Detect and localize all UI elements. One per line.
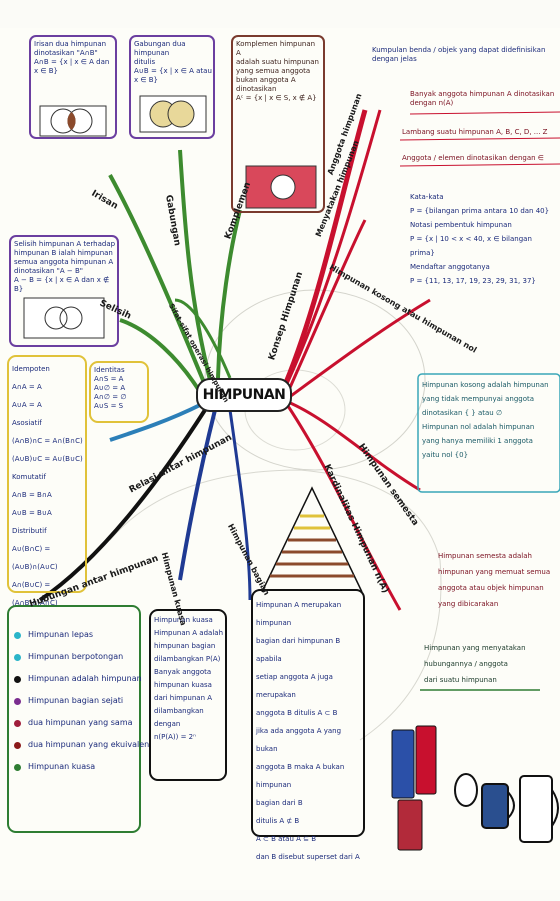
selisih-definition: Selisih himpunan A terhadap himpunan B i… [14, 240, 116, 294]
kosong-definition: Himpunan kosong adalah himpunan yang tid… [422, 378, 558, 462]
list-item-label: Himpunan lepas [28, 630, 93, 639]
anggota-definition: Anggota / elemen dinotasikan dengan ∈ [402, 154, 558, 163]
bullet-icon [14, 720, 21, 727]
irisan-definition: Irisan dua himpunan dinotasikan "A∩B" A∩… [34, 40, 114, 76]
konsep-definition: Kumpulan benda / objek yang dapat didefi… [372, 46, 558, 64]
kardinal-definition: Banyak anggota himpunan A dinotasikan de… [410, 90, 558, 108]
bullet-icon [14, 698, 21, 705]
bullet-icon [14, 764, 21, 771]
bullet-icon [14, 676, 21, 683]
venn-gabungan-b [168, 101, 194, 127]
bullet-icon [14, 654, 21, 661]
lambang-definition: Lambang suatu himpunan A, B, C, D, ... Z [402, 128, 558, 137]
list-item-label: dua himpunan yang sama [28, 718, 133, 727]
komplemen-definition: Komplemen himpunan A adalah suatu himpun… [236, 40, 322, 103]
venn-komplemen-a [271, 175, 295, 199]
bullet-icon [14, 632, 21, 639]
list-item-label: Himpunan kuasa [28, 762, 95, 771]
list-item: dua himpunan yang sama [14, 712, 149, 734]
list-item: Himpunan bagian sejati [14, 690, 149, 712]
semesta-definition: Himpunan semesta adalah himpunan yang me… [438, 548, 558, 612]
list-item: Himpunan kuasa [14, 756, 149, 778]
list-item-label: dua himpunan yang ekuivalen [28, 740, 149, 749]
list-item-label: Himpunan berpotongan [28, 652, 123, 661]
list-item: Himpunan lepas [14, 624, 149, 646]
relasi-list: Himpunan lepas Himpunan berpotongan Himp… [14, 624, 149, 778]
kuasa-definition: Himpunan kuasa Himpunan A adalah himpuna… [154, 614, 224, 744]
menyatakan-definition: Kata-kata P = {bilangan prima antara 10 … [410, 190, 558, 288]
list-item: Himpunan adalah himpunan [14, 668, 149, 690]
bullet-icon [14, 742, 21, 749]
sifat-left-list: Idempoten A∩A = A A∪A = A Asosiatif (A∩B… [12, 360, 84, 612]
list-item-label: Himpunan bagian sejati [28, 696, 123, 705]
gabungan-definition: Gabungan dua himpunan ditulis A∪B = {x |… [134, 40, 212, 85]
list-item: Himpunan berpotongan [14, 646, 149, 668]
list-item-label: Himpunan adalah himpunan [28, 674, 142, 683]
sifat-right-list: Identitas A∩S = A A∪∅ = A A∩∅ = ∅ A∪S = … [94, 366, 146, 411]
venn-selisih-frame [24, 298, 104, 338]
himpunan-bagian-definition: Himpunan yang menyatakan hubungannya / a… [424, 640, 556, 688]
bagian-definition: Himpunan A merupakan himpunan bagian dar… [256, 596, 362, 866]
list-item: dua himpunan yang ekuivalen [14, 734, 149, 756]
